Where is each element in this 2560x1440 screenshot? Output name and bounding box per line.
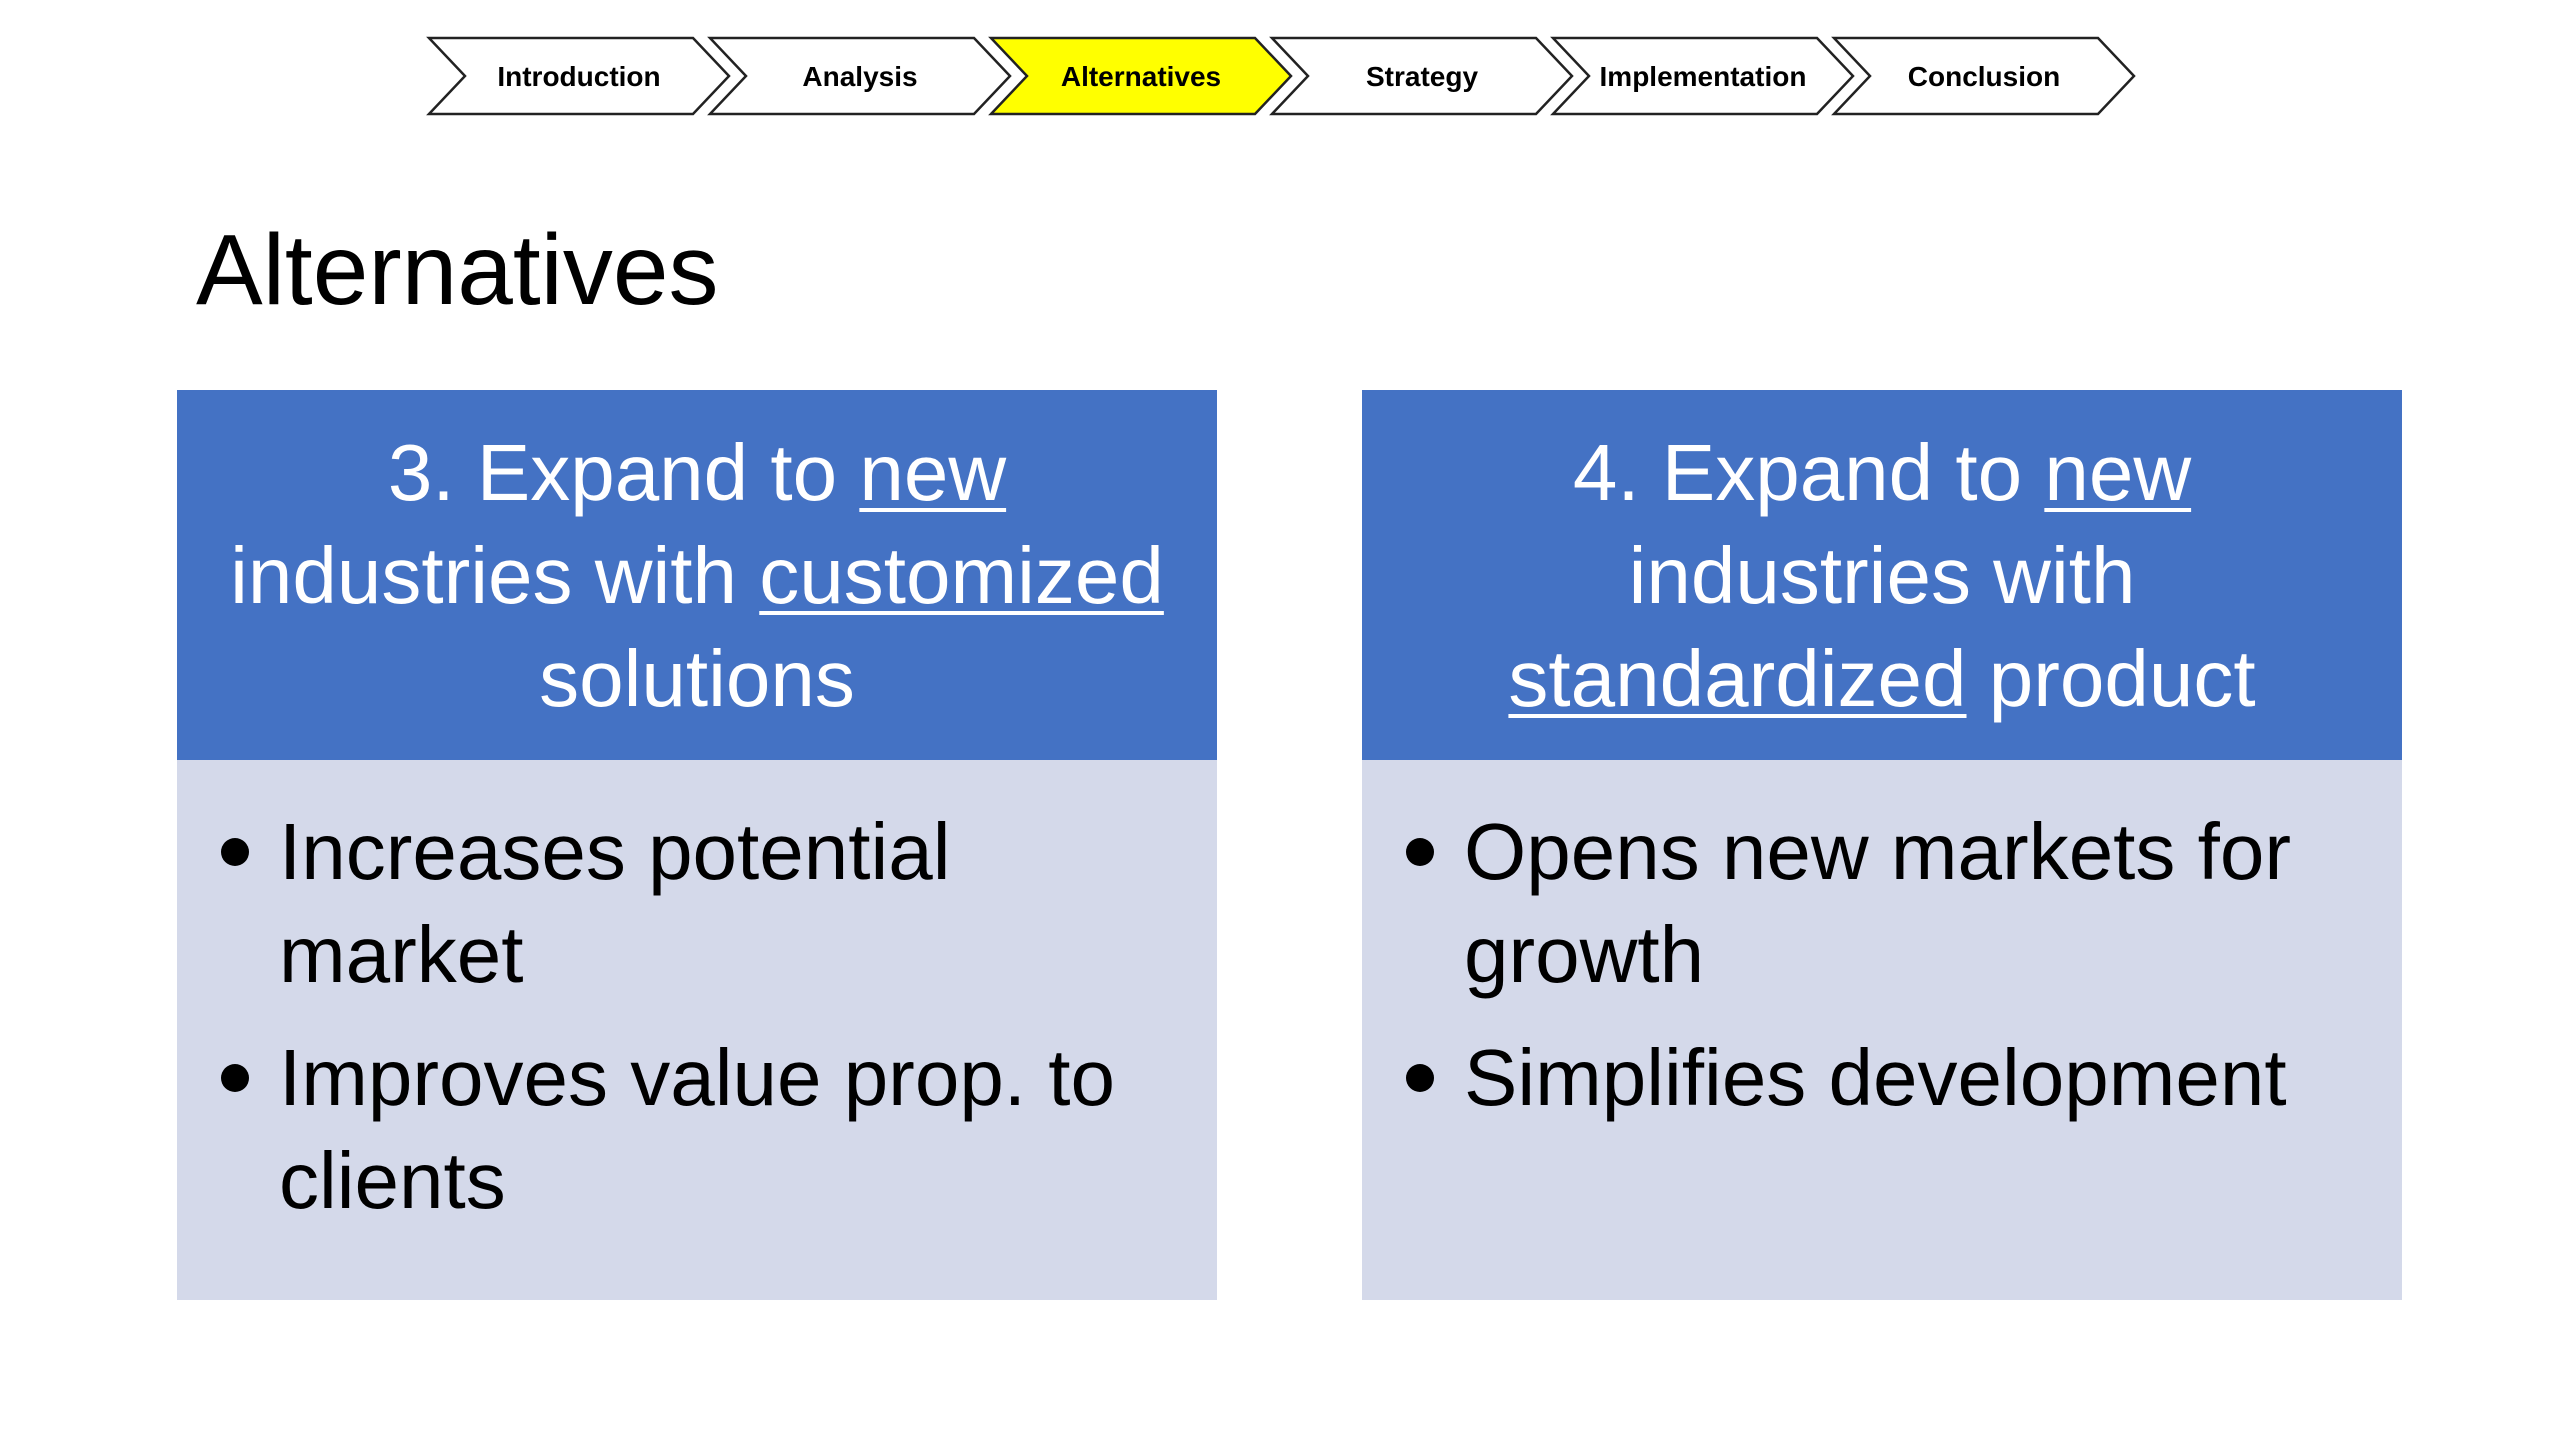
title-suffix: product	[1966, 633, 2256, 723]
alternative-card-4: 4. Expand to new industries with standar…	[1362, 390, 2402, 1300]
title-emphasis-new: new	[859, 427, 1007, 517]
title-middle: industries with	[1628, 530, 2136, 620]
process-step-label: Analysis	[802, 61, 917, 92]
bullet-text: Improves value prop. to clients	[279, 1033, 1115, 1225]
alternative-card-body: Opens new markets for growth Simplifies …	[1362, 760, 2402, 1300]
bullet-dot-icon	[221, 1064, 249, 1092]
process-step-analysis: Analysis	[707, 36, 1012, 116]
process-step-conclusion: Conclusion	[1831, 36, 2136, 116]
chevron-shape	[1550, 36, 1855, 116]
page-title: Alternatives	[196, 214, 719, 326]
title-prefix: 3. Expand to	[387, 427, 860, 517]
chevron-shape	[1831, 36, 2136, 116]
process-step-introduction: Introduction	[426, 36, 731, 116]
bullet-dot-icon	[1406, 838, 1434, 866]
chevron-shape	[1269, 36, 1574, 116]
bullet-item: Opens new markets for growth	[1406, 800, 2362, 1006]
process-step-alternatives: Alternatives	[988, 36, 1293, 116]
process-step-label: Conclusion	[1908, 61, 2060, 92]
process-step-strategy: Strategy	[1269, 36, 1574, 116]
bullet-item: Simplifies development	[1406, 1026, 2362, 1129]
title-emphasis-approach: standardized	[1508, 633, 1967, 723]
process-step-implementation: Implementation	[1550, 36, 1855, 116]
bullet-item: Improves value prop. to clients	[221, 1026, 1177, 1232]
bullet-text: Increases potential market	[279, 807, 951, 999]
chevron-shape	[707, 36, 1012, 116]
bullet-list: Opens new markets for growth Simplifies …	[1406, 800, 2362, 1129]
alternative-title: 3. Expand to new industries with customi…	[227, 421, 1167, 730]
alternative-title: 4. Expand to new industries with standar…	[1412, 421, 2352, 730]
process-step-label: Introduction	[497, 61, 660, 92]
title-prefix: 4. Expand to	[1572, 427, 2045, 517]
bullet-text: Simplifies development	[1464, 1033, 2287, 1122]
chevron-shape	[426, 36, 731, 116]
alternative-card-3: 3. Expand to new industries with customi…	[177, 390, 1217, 1300]
process-chevron-nav: Introduction Analysis Alternatives Strategy…	[426, 36, 2147, 116]
chevron-shape	[988, 36, 1293, 116]
title-middle: industries with	[230, 530, 760, 620]
bullet-item: Increases potential market	[221, 800, 1177, 1006]
alternative-card-body: Increases potential market Improves valu…	[177, 760, 1217, 1300]
process-step-label: Strategy	[1366, 61, 1478, 92]
bullet-list: Increases potential market Improves valu…	[221, 800, 1177, 1232]
bullet-dot-icon	[221, 838, 249, 866]
title-suffix: solutions	[539, 633, 855, 723]
alternative-card-header: 3. Expand to new industries with customi…	[177, 390, 1217, 760]
title-emphasis-new: new	[2044, 427, 2192, 517]
bullet-text: Opens new markets for growth	[1464, 807, 2291, 999]
chevron-steps-graphic: Introduction Analysis Alternatives Strategy…	[426, 36, 2136, 116]
alternative-card-header: 4. Expand to new industries with standar…	[1362, 390, 2402, 760]
bullet-dot-icon	[1406, 1064, 1434, 1092]
title-emphasis-approach: customized	[759, 530, 1164, 620]
process-step-label: Implementation	[1600, 61, 1807, 92]
process-step-label: Alternatives	[1061, 61, 1221, 92]
